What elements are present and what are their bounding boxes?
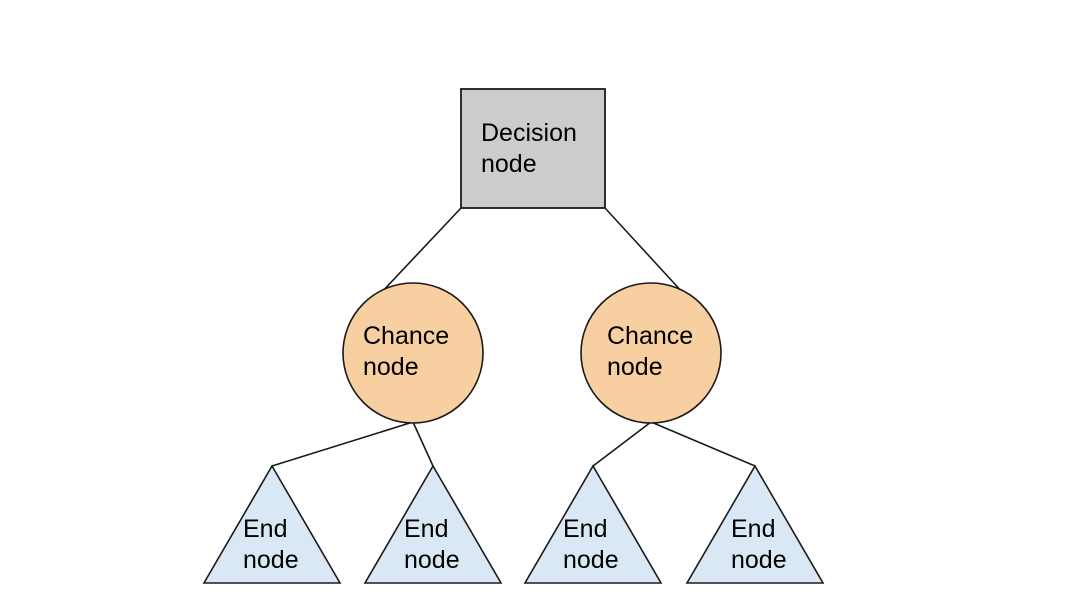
edge-chance-right-to-end-node-3: [592, 421, 652, 467]
edge-group-decision-to-chance: [379, 207, 685, 295]
decision-node-shape[interactable]: [460, 88, 606, 209]
edge-chance-left-to-end-node-1: [271, 421, 414, 467]
chance-node-right-shape[interactable]: [580, 282, 722, 424]
edge-chance-right-to-end-node-4: [650, 421, 756, 467]
edge-chance-left-to-end-node-2: [412, 421, 434, 467]
end-node-3-shape[interactable]: [523, 464, 663, 584]
edge-decision-to-chance-right: [604, 207, 685, 295]
end-node-4-shape[interactable]: [685, 464, 825, 584]
end-node-1-shape[interactable]: [202, 464, 342, 584]
end-node-2-shape[interactable]: [363, 464, 503, 584]
chance-node-left-shape[interactable]: [342, 282, 484, 424]
edge-decision-to-chance-left: [379, 207, 462, 295]
edge-group-chance-to-end: [271, 421, 756, 467]
